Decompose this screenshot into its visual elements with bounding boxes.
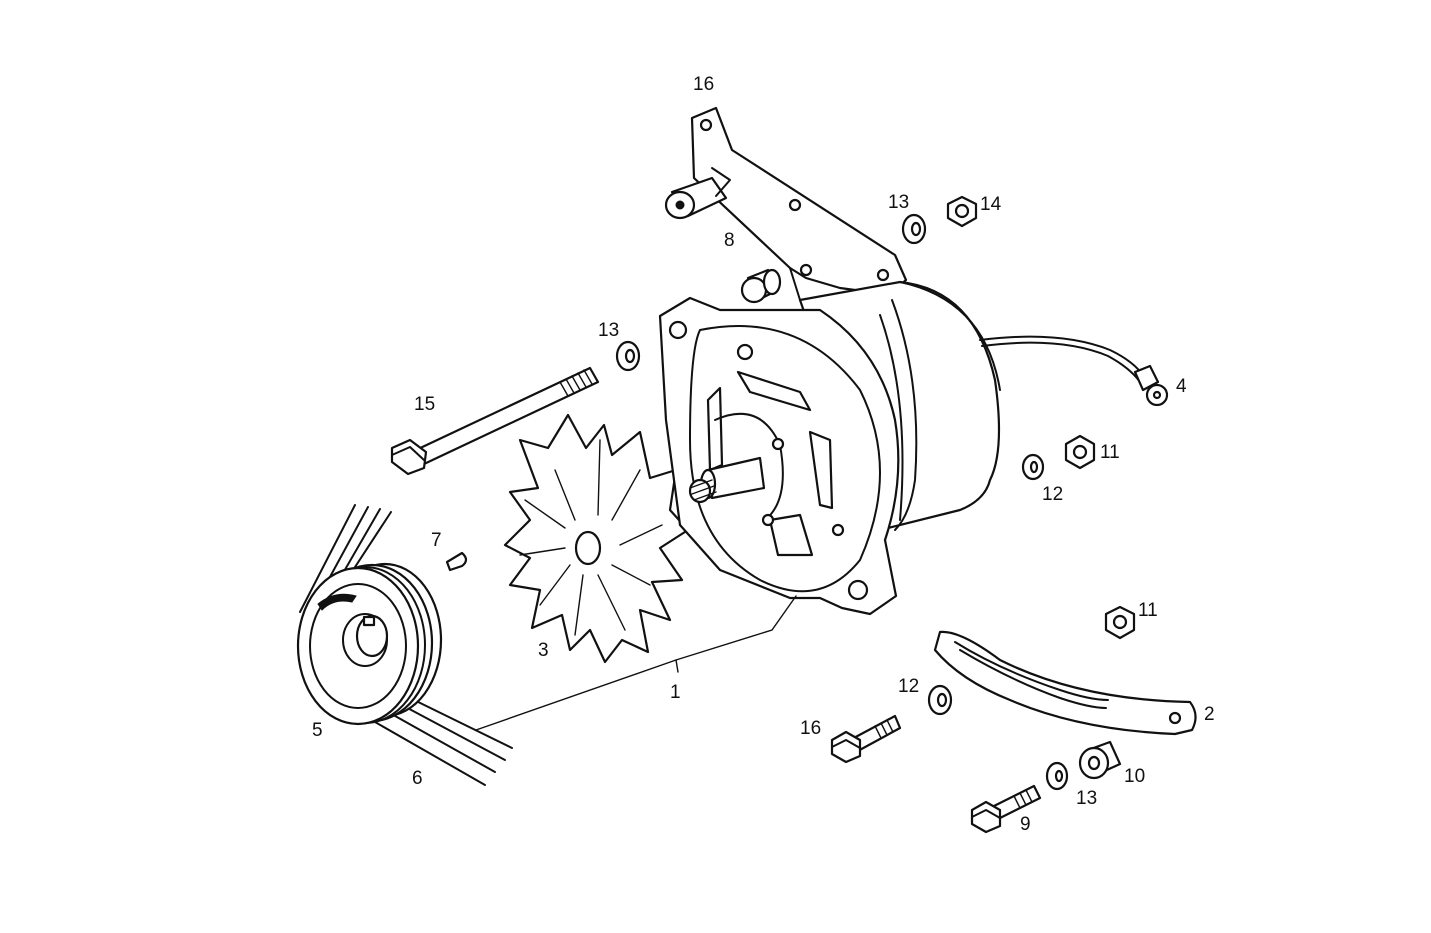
- callout-13-left: 13: [598, 320, 619, 341]
- v-belt: [299, 504, 513, 786]
- callout-13-top: 13: [888, 192, 909, 213]
- callout-11-upper: 11: [1100, 442, 1120, 463]
- callout-10: 10: [1124, 766, 1145, 787]
- callout-6: 6: [412, 768, 423, 789]
- callout-12-lower: 12: [898, 676, 919, 697]
- callout-4: 4: [1176, 376, 1187, 397]
- mounting-bracket: [664, 106, 908, 313]
- callout-2: 2: [1204, 704, 1215, 725]
- callout-8: 8: [724, 230, 735, 251]
- bolt-16-lower: [830, 714, 902, 764]
- callout-12-upper: 12: [1042, 484, 1063, 505]
- nut-14: [946, 195, 978, 228]
- callout-labels: 1 2 3 4 5 6 7 8 9 10 11 11 12 12 13 13 1…: [312, 74, 1215, 835]
- callout-5: 5: [312, 720, 323, 741]
- washer-13-top: [901, 213, 927, 245]
- cable-terminal: [979, 335, 1169, 407]
- callout-14: 14: [980, 194, 1002, 215]
- callout-16-lower: 16: [800, 718, 821, 739]
- pulley: [296, 562, 443, 726]
- washer-13-left: [615, 340, 641, 372]
- callout-16-top: 16: [693, 74, 714, 95]
- nut-11-lower: [1104, 605, 1136, 640]
- callout-7: 7: [431, 530, 442, 551]
- cooling-fan: [503, 413, 690, 664]
- nut-11-upper: [1064, 434, 1096, 470]
- adjusting-link: [933, 630, 1197, 736]
- callout-9: 9: [1020, 814, 1031, 835]
- spacer-10: [1078, 740, 1122, 780]
- callout-1: 1: [670, 682, 681, 703]
- callout-15: 15: [414, 394, 435, 415]
- leader-line-1: [475, 595, 797, 731]
- washer-12-upper: [1021, 453, 1045, 481]
- washer-12-lower: [927, 684, 953, 716]
- alternator-body: [658, 280, 1001, 616]
- woodruff-key: [445, 551, 468, 572]
- callout-3: 3: [538, 640, 549, 661]
- bolt-9: [970, 784, 1042, 834]
- callout-11-lower: 11: [1138, 600, 1158, 621]
- long-bolt: [390, 366, 600, 476]
- callout-13-lower: 13: [1076, 788, 1097, 809]
- spacer-bush: [740, 268, 782, 304]
- washer-13-lower: [1045, 761, 1069, 791]
